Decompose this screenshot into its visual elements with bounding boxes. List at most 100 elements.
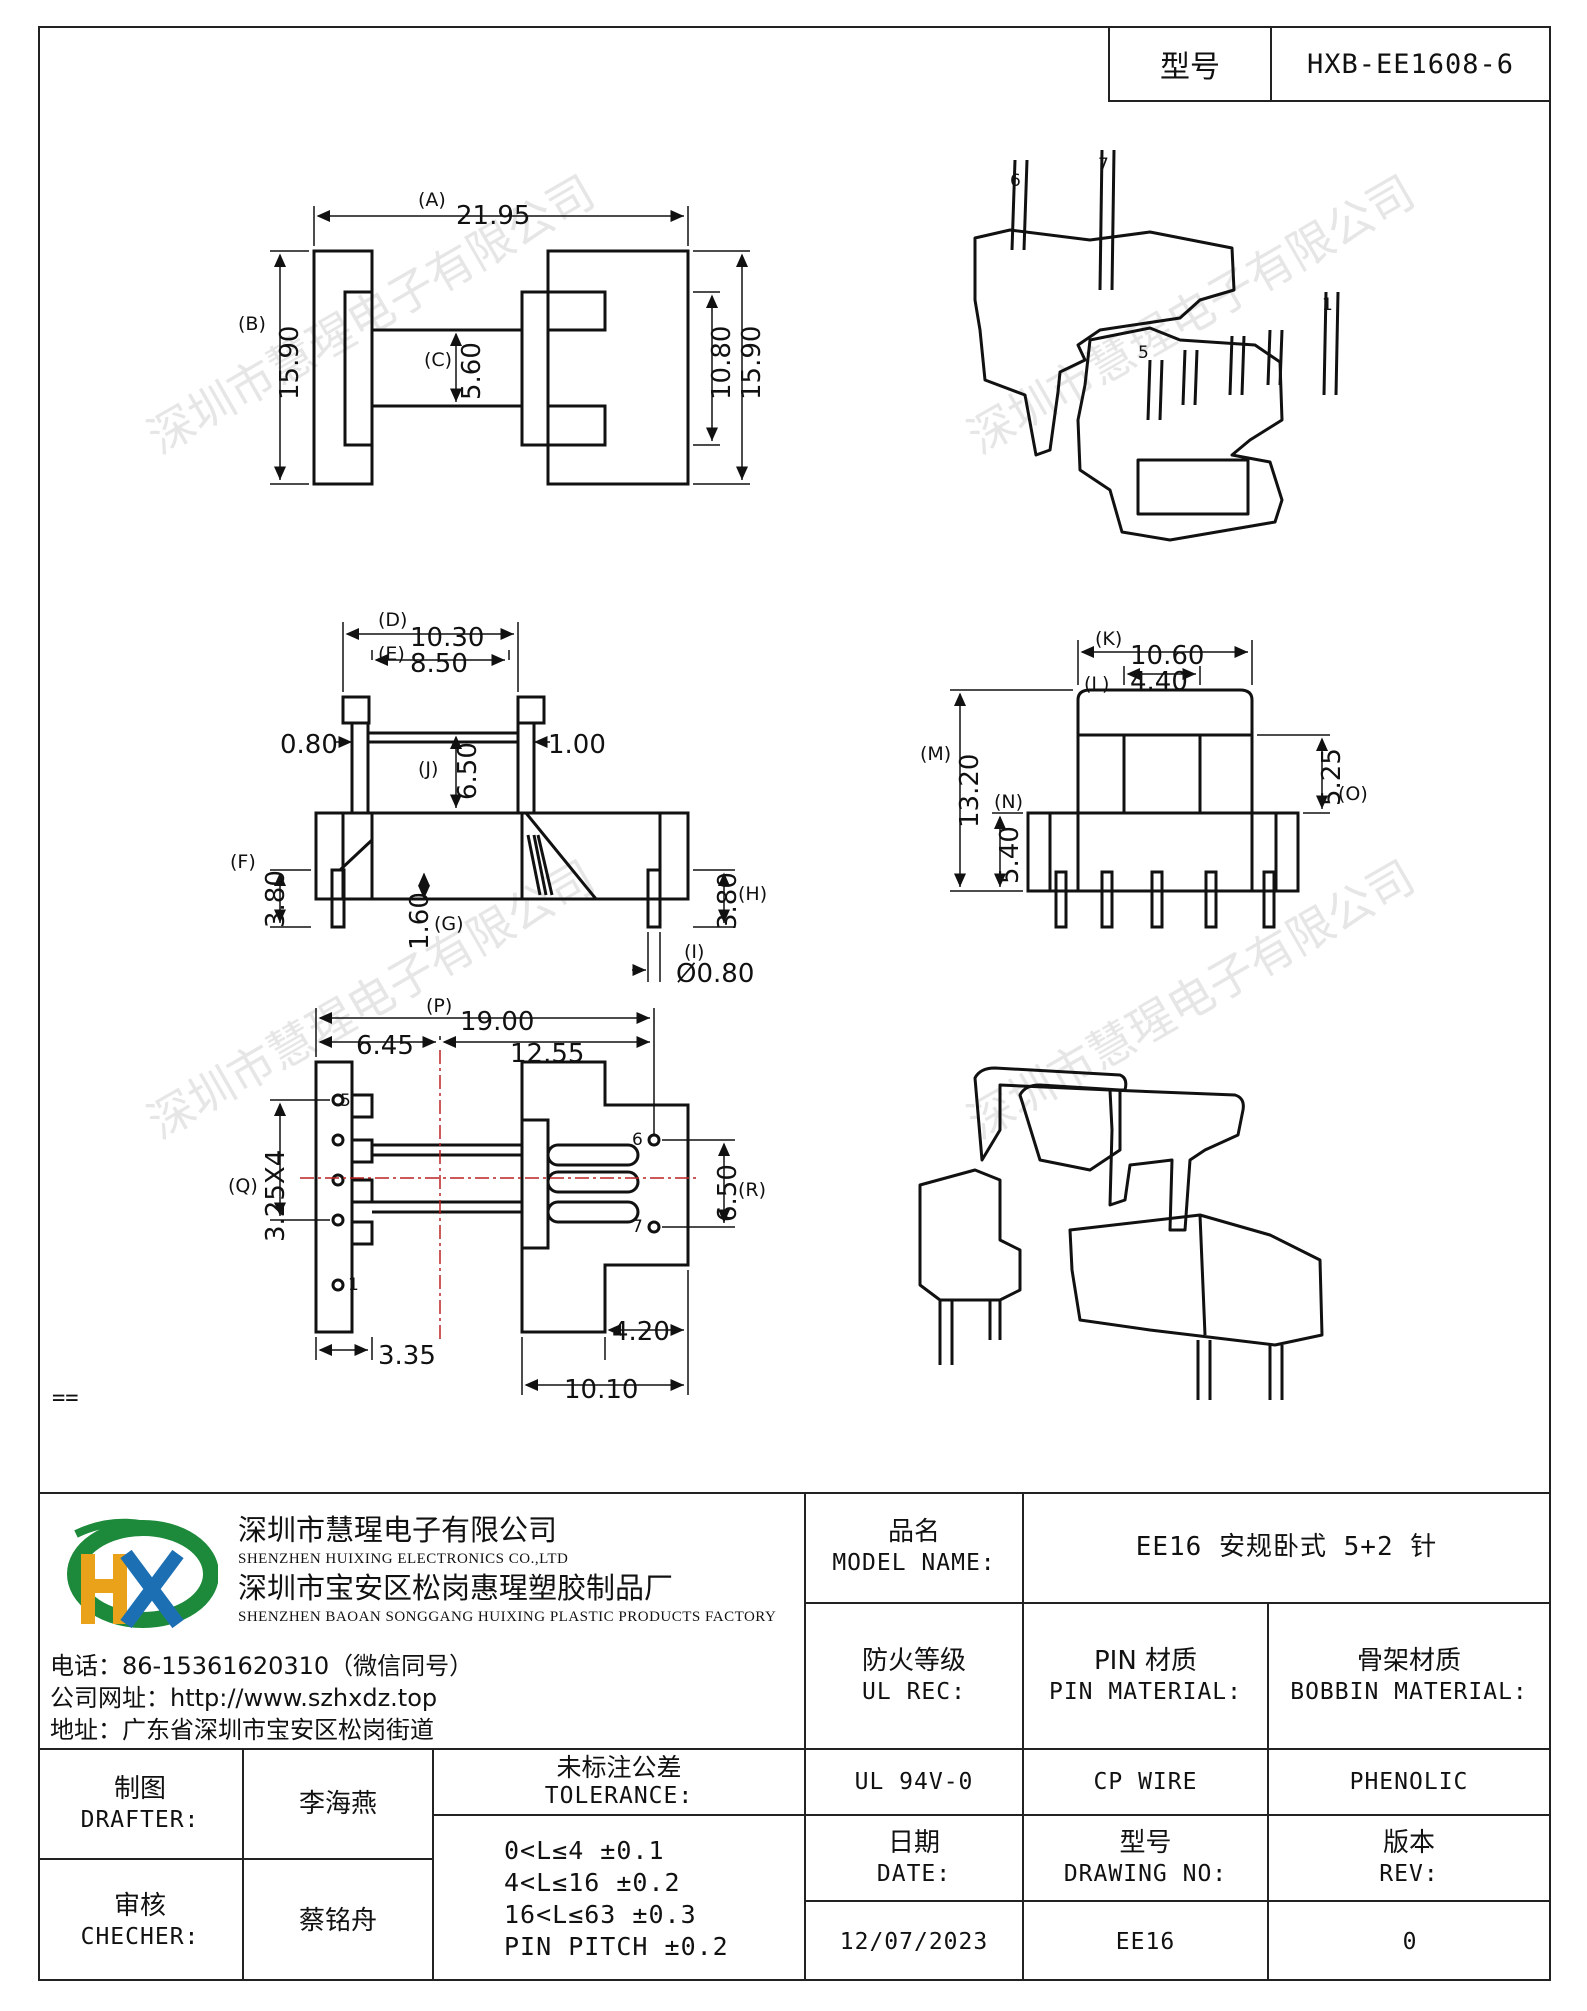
dim-C-value: 5.60 — [457, 342, 487, 400]
pin-material-label-en: PIN MATERIAL: — [1048, 1679, 1242, 1705]
drawing-no-label-cn: 型号 — [1119, 1828, 1172, 1858]
model-label: 型号 — [1110, 28, 1272, 100]
drafter-name-cell: 李海燕 — [244, 1750, 434, 1860]
checker-label-cell: 审核 CHECHER: — [38, 1860, 244, 1981]
bottom-pin-label-6: 6 — [632, 1130, 643, 1150]
tolerance-label-en: TOLERANCE: — [544, 1783, 694, 1809]
model-number-box: 型号 HXB-EE1608-6 — [1108, 26, 1551, 102]
bottom-pin-label-5: 5 — [340, 1091, 351, 1111]
bottom-pin-label-7: 7 — [632, 1217, 643, 1237]
bobbin-material-label-cn: 骨架材质 — [1356, 1646, 1461, 1676]
drafter-label-en: DRAFTER: — [80, 1807, 200, 1833]
dim-R-label: (R) — [738, 1179, 766, 1201]
dim-C-label: (C) — [424, 349, 452, 371]
dim-K-value: 10.60 — [1130, 641, 1204, 671]
dim-H-label: (H) — [738, 883, 767, 905]
iso-pin-label-1: 1 — [1322, 295, 1333, 315]
drawing-sheet-border — [38, 26, 1551, 1981]
dim-10-10-value: 10.10 — [564, 1375, 638, 1405]
dim-L-label: (L) — [1084, 673, 1109, 695]
model-name-value-cell: EE16 安规卧式 5+2 针 — [1024, 1492, 1551, 1604]
hx-logo-icon — [67, 1518, 218, 1629]
drawing-no-label-cell: 型号 DRAWING NO: — [1024, 1816, 1269, 1902]
tolerance-row-4: PIN PITCH ±0.2 — [504, 1931, 729, 1961]
dim-F-label: (F) — [230, 851, 256, 873]
pin-material-value-cell: CP WIRE — [1024, 1750, 1269, 1816]
dim-A-value: 21.95 — [456, 201, 530, 231]
date-label-cell: 日期 DATE: — [806, 1816, 1024, 1902]
dim-Q-value: 3.25X4 — [261, 1150, 291, 1242]
front-view-dims — [270, 622, 735, 982]
dim-P-label: (P) — [426, 995, 452, 1017]
side-view-dims — [950, 640, 1330, 892]
iso-pin-6 — [1010, 159, 1017, 251]
side-view — [1026, 688, 1300, 929]
bobbin-material-value-cell: PHENOLIC — [1269, 1750, 1551, 1816]
company-name-en: SHENZHEN HUIXING ELECTRONICS CO.,LTD — [238, 1551, 569, 1567]
dim-O-label: (O) — [1338, 783, 1368, 805]
dim-4-20-value: 4.20 — [612, 1317, 670, 1347]
dim-15-90-right-value: 15.90 — [737, 326, 767, 400]
rev-label-en: REV: — [1379, 1861, 1439, 1887]
dim-K-label: (K) — [1095, 628, 1122, 650]
bobbin-material-label-cell: 骨架材质 BOBBIN MATERIAL: — [1269, 1604, 1551, 1750]
dim-12-55-value: 12.55 — [510, 1039, 584, 1069]
checker-label-en: CHECHER: — [80, 1923, 200, 1950]
pin-material-value: CP WIRE — [1093, 1769, 1198, 1795]
factory-name-en: SHENZHEN BAOAN SONGGANG HUIXING PLASTIC … — [238, 1609, 777, 1625]
dim-L-value: 4.40 — [1130, 667, 1188, 697]
factory-name-cn: 深圳市宝安区松岗惠瑆塑胶制品厂 — [238, 1571, 674, 1605]
drawing-no-label-en: DRAWING NO: — [1063, 1861, 1228, 1887]
top-view — [312, 249, 690, 486]
pin-material-label-cn: PIN 材质 — [1093, 1646, 1198, 1676]
drafter-label-cn: 制图 — [113, 1774, 166, 1804]
date-value: 12/07/2023 — [839, 1928, 989, 1955]
tolerance-row-3: 16<L≤63 ±0.3 — [504, 1899, 697, 1929]
date-label-cn: 日期 — [887, 1828, 940, 1858]
drafter-name: 李海燕 — [298, 1789, 377, 1819]
iso-pin-label-6: 6 — [1010, 171, 1021, 191]
ul-label-cn: 防火等级 — [861, 1646, 966, 1676]
drawing-no-value: EE16 — [1115, 1928, 1176, 1955]
address-text: 地址：广东省深圳市宝安区松岗街道 — [50, 1716, 434, 1744]
iso-pin-label-5: 5 — [1138, 343, 1149, 363]
company-names: 深圳市慧瑆电子有限公司 SHENZHEN HUIXING ELECTRONICS… — [238, 1512, 776, 1628]
front-view — [314, 695, 690, 929]
dim-Q-label: (Q) — [228, 1175, 258, 1197]
model-name-label-cell: 品名 MODEL NAME: — [806, 1492, 1024, 1604]
dim-R-value: 6.50 — [713, 1164, 743, 1222]
date-value-cell: 12/07/2023 — [806, 1902, 1024, 1981]
dim-D-value: 10.30 — [410, 623, 484, 653]
isometric-view-bottom — [918, 1066, 1324, 1400]
dim-M-value: 13.20 — [955, 754, 985, 828]
tolerance-label-cn: 未标注公差 — [556, 1753, 682, 1782]
rev-label-cell: 版本 REV: — [1269, 1816, 1551, 1902]
dim-3-35-value: 3.35 — [378, 1341, 436, 1371]
bottom-view-centerlines — [300, 1050, 700, 1340]
dim-O-value: 5.25 — [1317, 748, 1347, 806]
tolerance-row-1: 0<L≤4 ±0.1 — [504, 1835, 665, 1865]
top-view-dims — [270, 206, 750, 485]
dim-F-value: 3.80 — [261, 870, 291, 928]
dim-N-value: 5.40 — [995, 826, 1025, 884]
title-block-top-rule — [38, 1492, 1551, 1494]
tolerance-label-cell: 未标注公差 TOLERANCE: — [434, 1750, 806, 1816]
dim-0-80-value: 0.80 — [280, 730, 338, 760]
top-view-right-body — [546, 249, 690, 486]
rev-label-cn: 版本 — [1382, 1828, 1435, 1858]
date-label-en: DATE: — [876, 1861, 952, 1887]
equal-marks: == — [52, 1386, 79, 1411]
bottom-pin-label-1: 1 — [348, 1275, 359, 1295]
dim-6-45-value: 6.45 — [356, 1031, 414, 1061]
iso-pin-1 — [1322, 291, 1328, 396]
drafter-label-cell: 制图 DRAFTER: — [38, 1750, 244, 1860]
drawing-no-value-cell: EE16 — [1024, 1902, 1269, 1981]
bottom-view-right-body — [520, 1060, 690, 1334]
tolerance-row-2: 4<L≤16 ±0.2 — [504, 1867, 681, 1897]
phone-text: 电话：86-15361620310（微信同号） — [50, 1652, 474, 1680]
dim-10-80-value: 10.80 — [707, 326, 737, 400]
checker-name: 蔡铭舟 — [298, 1905, 377, 1936]
pin-material-label-cell: PIN 材质 PIN MATERIAL: — [1024, 1604, 1269, 1750]
checker-label-cn: 审核 — [113, 1890, 166, 1921]
iso-pin-label-7: 7 — [1098, 155, 1109, 175]
